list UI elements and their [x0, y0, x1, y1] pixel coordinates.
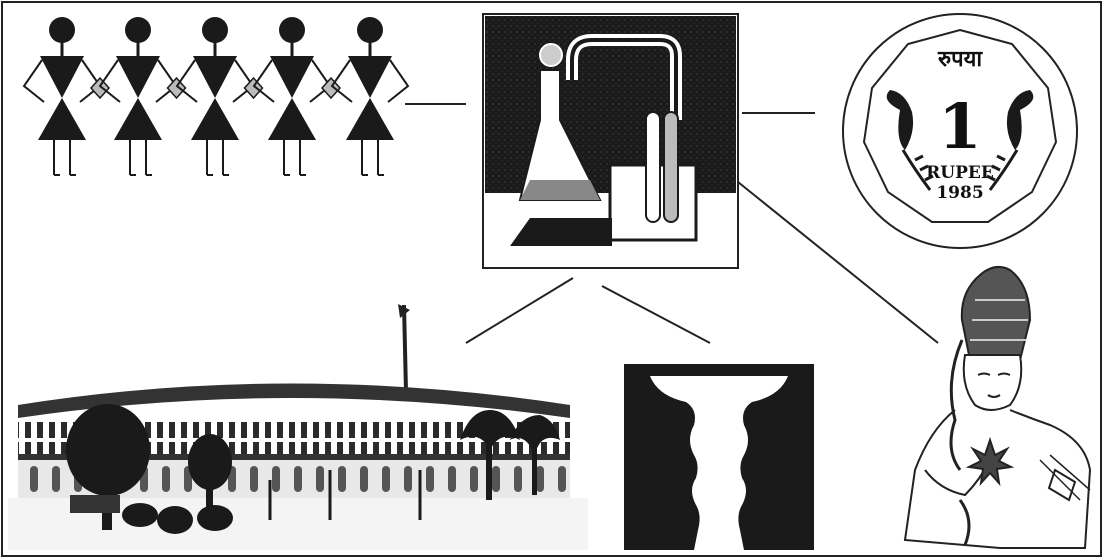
arch: [382, 466, 390, 492]
coin-label: RUPEE: [926, 163, 994, 183]
arch: [294, 466, 302, 492]
flagpole: [404, 305, 406, 392]
arch: [558, 466, 566, 492]
arch: [338, 466, 346, 492]
coin-year: 1985: [936, 183, 983, 203]
arch: [52, 466, 60, 492]
arch: [272, 466, 280, 492]
face: [964, 355, 1022, 410]
arch: [250, 466, 258, 492]
arch: [514, 466, 522, 492]
flask-bulb: [540, 44, 562, 66]
arch: [360, 466, 368, 492]
arch: [536, 466, 544, 492]
arch: [426, 466, 434, 492]
arch: [404, 466, 412, 492]
arch: [30, 466, 38, 492]
test-tube-2: [664, 112, 678, 222]
arch: [162, 466, 170, 492]
arch: [448, 466, 456, 492]
arch: [470, 466, 478, 492]
coin-top-text: रुपया: [937, 46, 983, 72]
arch: [492, 466, 500, 492]
chemistry-apparatus-panel: [483, 14, 738, 268]
arch: [316, 466, 324, 492]
face-vase-illusion-panel: [624, 364, 814, 550]
rupee-coin-panel: रुपया 1 RUPEE 1985: [843, 14, 1077, 248]
coin-denomination: 1: [938, 90, 981, 163]
test-tube-1: [646, 112, 660, 222]
